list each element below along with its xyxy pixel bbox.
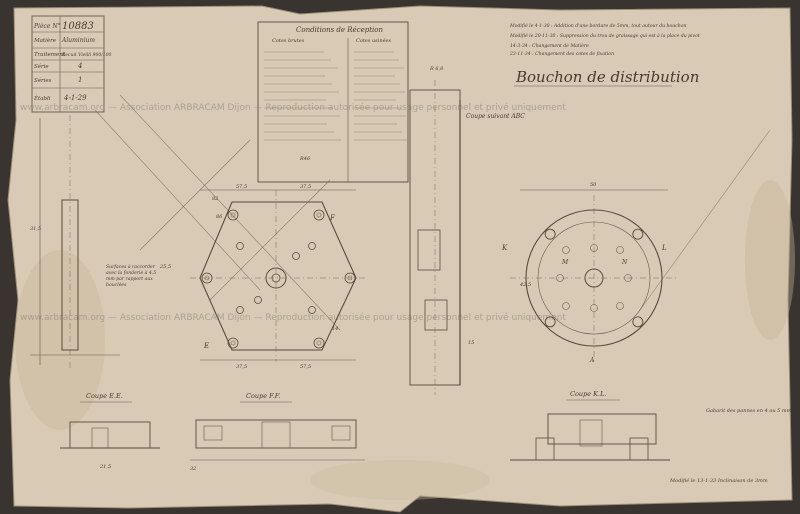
title-row-label: Matière [33,37,57,44]
drawing-title: Bouchon de distribution [515,68,699,86]
mount-hole [632,228,644,240]
bolt-hole [254,296,262,304]
bolt-hole [313,209,325,221]
stain [15,250,105,430]
revision-notes: Modifié le 4-1-30 : Addition d'une bordu… [509,22,700,57]
mount-hole [544,316,556,328]
bolt-hole-inner [230,340,236,346]
middle-section-view: Coupe suivant ABC [409,80,525,395]
revision-line: 14-3-34 : Changement de Matière [510,42,589,49]
part-number: 10883 [62,21,94,32]
section-kl: Coupe K.L. [510,390,670,461]
bolt-hole [227,209,239,221]
paper-sheet [7,5,793,513]
dimension-label: 86 [216,214,223,220]
bolt-hole-inner [316,340,322,346]
bolt-hole [227,337,239,349]
dimension-label: R 6,8 [429,66,443,72]
point-label-f: F [329,214,336,222]
dimension-label: 25,5 [159,264,171,270]
dimension-label: R46 [299,156,311,162]
series-value: 4 [77,62,82,70]
bolt-hole [236,306,244,314]
dimension-label: 42,5 [519,282,531,288]
title-row-label: Séries [34,77,52,84]
section-ff: Coupe F.F. [190,392,365,461]
title-block: Pièce N° 10883 Matière Aluminium Traitem… [31,15,111,113]
bolt-hole [308,242,316,250]
dimension-labels: 57,5 37,5 37,5 57,5 82 25,5 14 86 R46 R 6,8 32 21,5… [30,66,597,472]
bolt-hole [236,242,244,250]
conditions-box: Conditions de Réception Cotes brutes Cot… [257,21,409,183]
point-label-a: A [589,357,595,364]
bolt-hole-inner [316,212,322,218]
dimension-label: 31,5 [30,226,41,232]
point-label-e: E [203,342,209,350]
plan-view-hex: E F [190,189,368,362]
coupe-abc-label: Coupe suivant ABC [466,113,525,120]
watermark-text: www.arbracam.org — Association ARBRACAM … [20,312,566,323]
scale-note: Gabarit des pannes en 4 ou 5 mm [706,408,792,414]
point-label-n: N [621,259,628,266]
port-hole [616,246,624,254]
port-hole [562,302,570,310]
bolt-hole [308,306,316,314]
bolt-hole [313,337,325,349]
left-side-view [30,115,120,370]
title-row-label: Pièce N° [33,23,61,30]
watermark-text: www.arbracam.org — Association ARBRACAM … [20,102,566,113]
dimension-label: 50 [590,182,597,188]
bolt-hole-inner [230,212,236,218]
coupe-kl-label: Coupe K.L. [570,390,606,398]
title-row-label: Série [34,63,49,70]
title-row-label: Établi [33,94,51,102]
point-label-k: K [501,244,508,252]
section-ee: Coupe E.E. [60,392,160,449]
revision-line: Modifié le 20-11-30 : Suppression du tro… [509,32,700,39]
revision-line: Modifié le 4-1-30 : Addition d'une bordu… [509,22,686,29]
dimension-label: 21,5 [99,464,111,470]
plan-view-circle: K L M N A [501,189,678,364]
conditions-col-right: Cotes usinées [356,37,391,44]
dimension-label: 32 [190,466,196,472]
dimension-label: 82 [212,196,218,202]
dimension-label: 37,5 [300,184,311,190]
dimension-label: 57,5 [236,184,247,190]
bolt-hole [292,252,300,260]
port-hole [616,302,624,310]
footer-note: Modifié le 13-1-33 Inclinaison de 3mm [669,477,768,484]
conditions-col-left: Cotes brutes [272,38,305,44]
point-label-l: L [661,244,667,252]
dimension-label: 14 [332,326,338,332]
coupe-ff-label: Coupe F.F. [246,392,280,400]
coupe-ee-label: Coupe E.E. [86,392,123,400]
dimension-label: 57,5 [300,364,311,370]
mount-hole [544,228,556,240]
port-hole [562,246,570,254]
treatment-value: Recuit Vieilli 900/100 [61,52,111,58]
dimension-label: 37,5 [236,364,247,370]
mount-hole [632,316,644,328]
title-row-label: Traitement [34,52,66,58]
point-label-m: M [561,259,569,266]
material-value: Aluminium [61,37,95,44]
stain [745,180,795,340]
dimension-label: 15 [468,340,474,346]
revision-line: 23-11-34 : Changement des cotes de fixat… [509,51,614,57]
series-count: 1 [78,76,82,84]
conditions-heading: Conditions de Réception [296,26,383,34]
stain [310,460,490,500]
established-date: 4-1-29 [63,94,87,102]
